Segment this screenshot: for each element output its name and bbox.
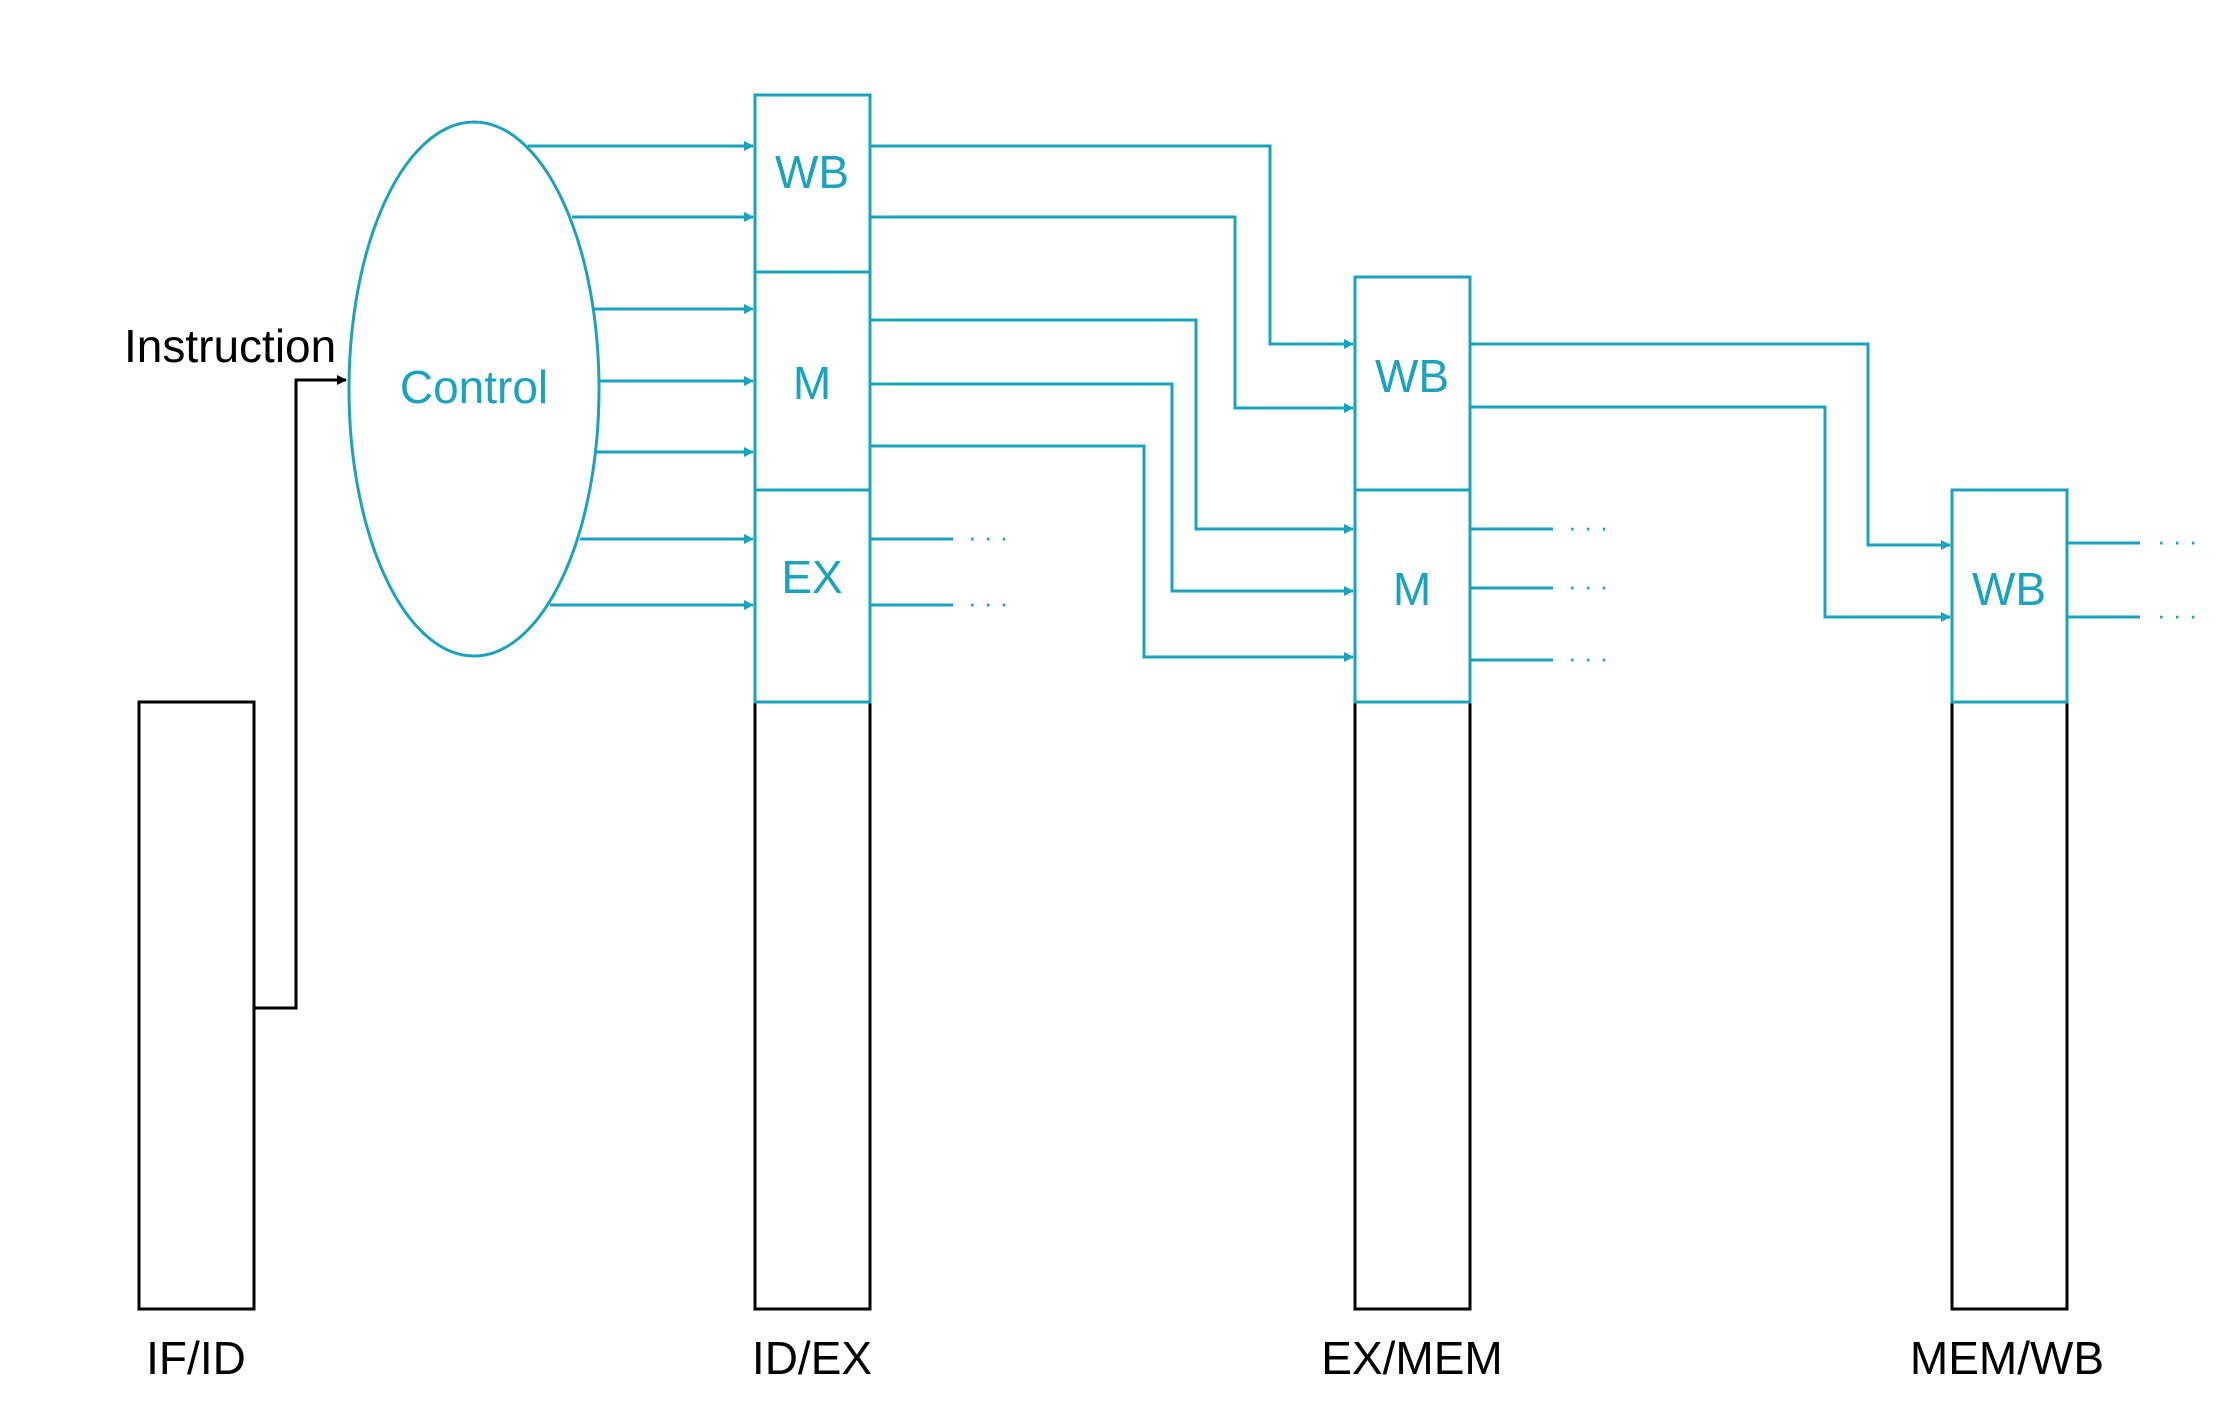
ex-mem-register [1353,700,1472,1311]
id-ex-label: ID/EX [752,1332,872,1384]
mem-wb-wb-label: WB [1972,563,2046,615]
ex-mem-to-mem-wb-wires [1470,342,1951,622]
m-output-ellipsis-3: · · · [1568,643,1608,673]
ex-output-ellipsis-1: · · · [968,522,1008,552]
wb-output-ellipsis-2: · · · [2157,600,2197,630]
control-unit [347,120,601,658]
if-id-label: IF/ID [146,1332,246,1384]
ex-output-ellipsis-2: · · · [968,588,1008,618]
mem-wb-wb-field [1950,488,2069,704]
ex-mem-wb-label: WB [1375,350,1449,402]
mem-wb-register [1950,700,2069,1311]
ex-mem-m-label: M [1393,563,1431,615]
m-output-ellipsis-1: · · · [1568,512,1608,542]
id-ex-register [753,700,872,1311]
ex-mem-control-fields [1353,275,1472,704]
id-ex-ex-field [753,488,872,704]
id-ex-m-label: M [793,357,831,409]
mem-wb-wb-outputs [2067,541,2140,619]
id-ex-to-ex-mem-wires [870,144,1354,662]
control-output-wires [528,141,754,610]
control-label: Control [400,361,548,413]
id-ex-ex-outputs [870,537,953,607]
id-ex-ex-label: EX [781,551,842,603]
instruction-label: Instruction [124,320,336,372]
ex-mem-label: EX/MEM [1321,1332,1502,1384]
if-id-register [137,700,256,1311]
wb-output-ellipsis-1: · · · [2157,526,2197,556]
ex-mem-m-field [1353,488,1472,704]
ex-mem-m-outputs [1470,527,1553,662]
mem-wb-label: MEM/WB [1910,1332,2104,1384]
id-ex-wb-label: WB [775,146,849,198]
instruction-wire [254,375,347,1010]
m-output-ellipsis-2: · · · [1568,571,1608,601]
id-ex-control-fields [753,93,872,704]
